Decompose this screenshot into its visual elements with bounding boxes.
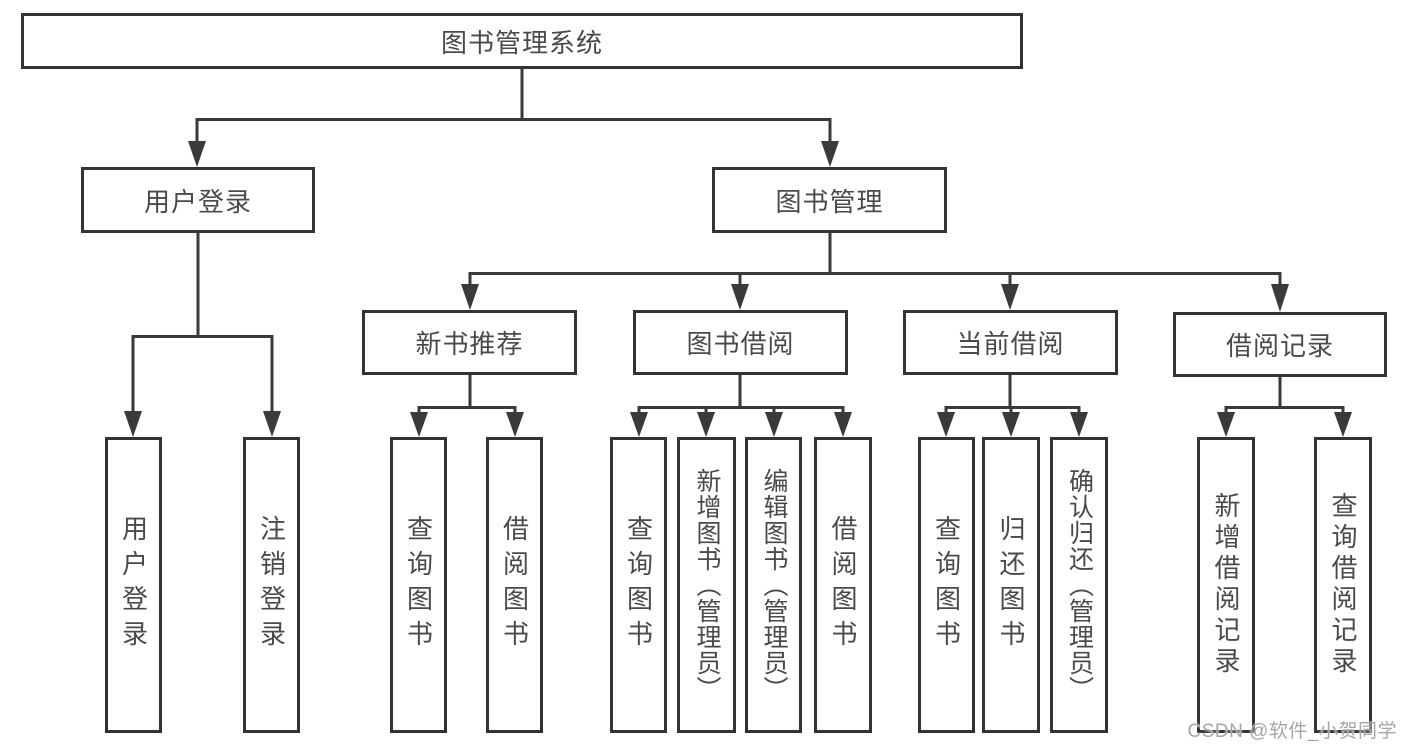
node-label: 注销登录 — [256, 515, 287, 655]
node-label: 借阅图书 — [499, 515, 530, 655]
connector-root-elbow — [195, 118, 832, 146]
node-label: 新书推荐 — [415, 329, 524, 359]
connector-recommend-elbow — [417, 406, 517, 418]
node-user-login: 用户登录 — [81, 167, 315, 233]
node-book-management: 图书管理 — [712, 167, 947, 233]
leaf-borrow-books-recommend: 借阅图书 — [486, 437, 543, 733]
arrowhead-icon — [834, 412, 852, 437]
arrowhead-icon — [1001, 284, 1019, 310]
node-new-book-recommend: 新书推荐 — [362, 310, 577, 375]
arrowhead-icon — [1271, 284, 1289, 312]
node-borrow-records: 借阅记录 — [1173, 312, 1387, 377]
node-label: 当前借阅 — [956, 329, 1065, 359]
arrowhead-icon — [263, 411, 281, 437]
node-label: 查询图书 — [931, 515, 962, 655]
leaf-query-books-borrow: 查询图书 — [610, 437, 667, 733]
node-label: 确认归还（管理员） — [1065, 468, 1094, 702]
node-label: 用户登录 — [143, 186, 252, 217]
node-label: 查询借阅记录 — [1328, 492, 1358, 678]
node-label: 查询图书 — [403, 515, 434, 655]
connector-current-elbow — [944, 406, 1081, 418]
arrowhead-icon — [765, 412, 783, 437]
leaf-query-books-recommend: 查询图书 — [390, 437, 447, 733]
arrowhead-icon — [731, 284, 749, 310]
connector-records-elbow — [1224, 406, 1345, 418]
arrowhead-icon — [506, 412, 524, 437]
leaf-user-login: 用户登录 — [105, 437, 162, 733]
node-current-borrow: 当前借阅 — [903, 310, 1118, 375]
arrowhead-icon — [630, 412, 648, 437]
leaf-query-borrow-record: 查询借阅记录 — [1314, 437, 1372, 733]
node-label: 借阅图书 — [828, 515, 858, 655]
arrowhead-icon — [124, 411, 142, 437]
node-book-borrow: 图书借阅 — [633, 310, 848, 375]
node-label: 用户登录 — [118, 515, 149, 655]
connector-login-elbow — [131, 335, 274, 416]
node-label: 编辑图书（管理员） — [760, 468, 788, 702]
node-label: 归还图书 — [996, 515, 1026, 655]
arrowhead-icon — [821, 141, 839, 167]
node-label: 查询图书 — [623, 515, 654, 655]
node-label: 图书管理系统 — [440, 27, 603, 58]
arrowhead-icon — [697, 412, 715, 437]
leaf-confirm-return-admin: 确认归还（管理员） — [1050, 437, 1108, 733]
arrowhead-icon — [1334, 412, 1352, 437]
arrowhead-icon — [937, 412, 955, 437]
arrowhead-icon — [1002, 412, 1020, 437]
leaf-add-borrow-record: 新增借阅记录 — [1197, 437, 1255, 733]
leaf-query-books-current: 查询图书 — [918, 437, 975, 733]
arrowhead-icon — [461, 284, 479, 310]
arrowhead-icon — [410, 412, 428, 437]
leaf-borrow-books: 借阅图书 — [814, 437, 872, 733]
leaf-edit-book-admin: 编辑图书（管理员） — [745, 437, 802, 733]
node-label: 新增图书（管理员） — [693, 468, 721, 702]
arrowhead-icon — [1217, 412, 1235, 437]
connector-borrow-elbow — [637, 406, 845, 418]
arrowhead-icon — [1070, 412, 1088, 437]
leaf-return-book: 归还图书 — [982, 437, 1040, 733]
leaf-logout: 注销登录 — [243, 437, 300, 733]
leaf-add-book-admin: 新增图书（管理员） — [677, 437, 736, 733]
arrowhead-icon — [188, 141, 206, 167]
connector-mgmt-elbow — [468, 272, 1282, 290]
node-label: 借阅记录 — [1225, 331, 1334, 361]
node-library-management-system: 图书管理系统 — [21, 13, 1023, 69]
node-label: 图书管理 — [775, 186, 884, 217]
csdn-watermark: CSDN @软件_小贺同学 — [1187, 721, 1397, 742]
node-label: 图书借阅 — [686, 329, 795, 359]
node-label: 新增借阅记录 — [1211, 492, 1241, 678]
